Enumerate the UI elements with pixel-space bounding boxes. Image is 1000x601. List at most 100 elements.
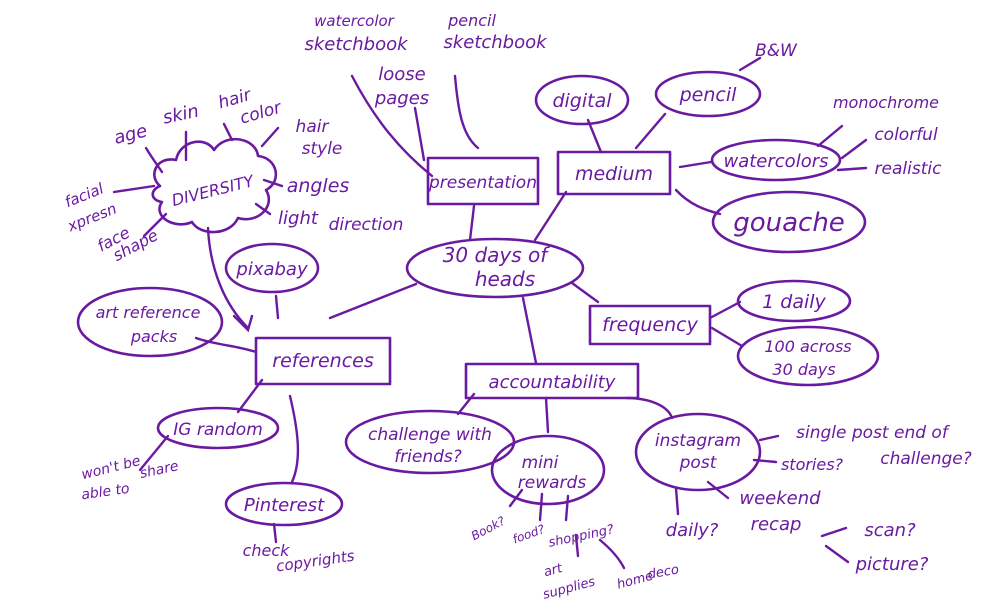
daily-oval (736, 279, 852, 323)
line-references-pixabay (274, 294, 280, 320)
challenge-label-1: challenge with (368, 425, 492, 445)
center-label-1: 30 days of (443, 243, 551, 267)
pencil-label: pencil (679, 84, 738, 106)
loose-pages-2: pages (374, 88, 429, 109)
line-pinterest-check (272, 522, 278, 544)
pencil-sketchbook-2: sketchbook (443, 32, 548, 53)
shopping-label: shopping? (547, 522, 615, 551)
presentation-label: presentation (428, 173, 537, 193)
packs-oval (76, 286, 224, 358)
center-oval (405, 237, 585, 299)
packs-label-1: art reference (96, 303, 201, 322)
instagram-label-2: post (679, 453, 718, 473)
diversity-cloud (151, 137, 278, 234)
instagram-label-1: instagram (655, 431, 741, 451)
watercolor-sketchbook-2: sketchbook (304, 34, 409, 55)
pixabay-label: pixabay (235, 259, 308, 280)
line-mini-food (538, 492, 544, 522)
across-label-2: 30 days (772, 360, 835, 379)
instagram-oval (634, 412, 762, 492)
book-label: Book? (469, 513, 508, 543)
watercolors-oval (710, 138, 842, 182)
pinterest-label: Pinterest (244, 495, 325, 516)
mini-label-2: rewards (518, 473, 587, 493)
home-deco-label-2: deco (647, 562, 681, 582)
line-mini-art (574, 534, 580, 558)
node-shapes (76, 70, 880, 527)
line-watercolors-monochrome (816, 124, 844, 148)
mini-label-1: mini (522, 453, 559, 473)
line-center-references (328, 282, 418, 320)
art-supplies-label-1: art (542, 561, 565, 580)
loose-pages-1: loose (378, 64, 425, 85)
angles-label: angles (287, 175, 350, 197)
line-references-pinterest (288, 394, 300, 484)
pixabay-oval (224, 242, 320, 294)
challenge-label-2: friends? (394, 447, 462, 467)
hair-style-label-2: style (302, 139, 343, 159)
colorful-label: colorful (874, 125, 938, 145)
wont-share-label-3: share (138, 458, 180, 482)
pencil-oval (654, 70, 762, 118)
realistic-label: realistic (875, 159, 943, 179)
line-frequency-daily (708, 300, 742, 320)
line-presentation-loose (413, 106, 426, 162)
line-medium-pencil (634, 112, 667, 150)
line-accountability-mini (544, 396, 550, 434)
arrow-head (232, 314, 254, 333)
line-center-presentation (468, 204, 476, 242)
line-references-ig (236, 378, 264, 414)
references-label: references (272, 350, 374, 372)
diversity-label: DIVERSITY (170, 171, 257, 210)
line-recap-picture (824, 544, 850, 564)
digital-label: digital (552, 90, 612, 112)
line-diversity-references (206, 226, 250, 330)
digital-oval (534, 74, 630, 126)
references-box (254, 336, 392, 386)
wont-share-label-2: able to (80, 481, 130, 504)
line-diversity-hairstyle (260, 126, 280, 148)
line-diversity-haircolor (222, 122, 234, 142)
line-instagram-single (758, 434, 780, 442)
daily-q-label: daily? (666, 520, 719, 541)
gouache-oval (711, 190, 867, 254)
skin-label: skin (161, 101, 201, 129)
medium-label: medium (575, 163, 653, 185)
line-medium-gouache (674, 188, 722, 216)
line-accountability-instagram (624, 396, 674, 420)
light-label: light (278, 208, 319, 229)
line-instagram-weekend (706, 480, 730, 500)
ig-oval (156, 406, 280, 450)
check-label-1: check (243, 541, 291, 560)
line-instagram-daily (674, 486, 680, 516)
line-recap-scan (820, 526, 848, 538)
line-diversity-light (254, 202, 272, 216)
frequency-box (588, 304, 712, 346)
scan-label: scan? (864, 520, 916, 541)
frequency-label: frequency (602, 314, 698, 336)
pinterest-oval (224, 481, 344, 527)
labels: 30 days of heads presentation watercolor… (62, 11, 972, 601)
line-diversity-facial (112, 184, 156, 194)
wont-share-label-1: won't be (80, 453, 142, 483)
age-label: age (112, 120, 150, 148)
daily-label: 1 daily (762, 291, 826, 313)
across-oval (736, 325, 880, 387)
pencil-sketchbook-1: pencil (447, 11, 496, 30)
packs-label-2: packs (130, 327, 177, 346)
line-presentation-pencil (453, 74, 480, 150)
presentation-box (426, 156, 540, 206)
line-center-accountability (521, 296, 538, 365)
watercolor-sketchbook-1: watercolor (314, 12, 395, 30)
accountability-label: accountability (489, 372, 616, 393)
mini-oval (490, 434, 606, 506)
single-post-label-2: challenge? (880, 449, 972, 469)
line-mini-home (598, 538, 626, 570)
monochrome-label: monochrome (833, 93, 939, 112)
watercolors-label: watercolors (724, 151, 829, 172)
direction-label: direction (329, 215, 404, 235)
line-ig-wont (138, 434, 170, 472)
line-medium-watercolors (678, 160, 713, 169)
weekend-label: weekend (739, 488, 821, 509)
